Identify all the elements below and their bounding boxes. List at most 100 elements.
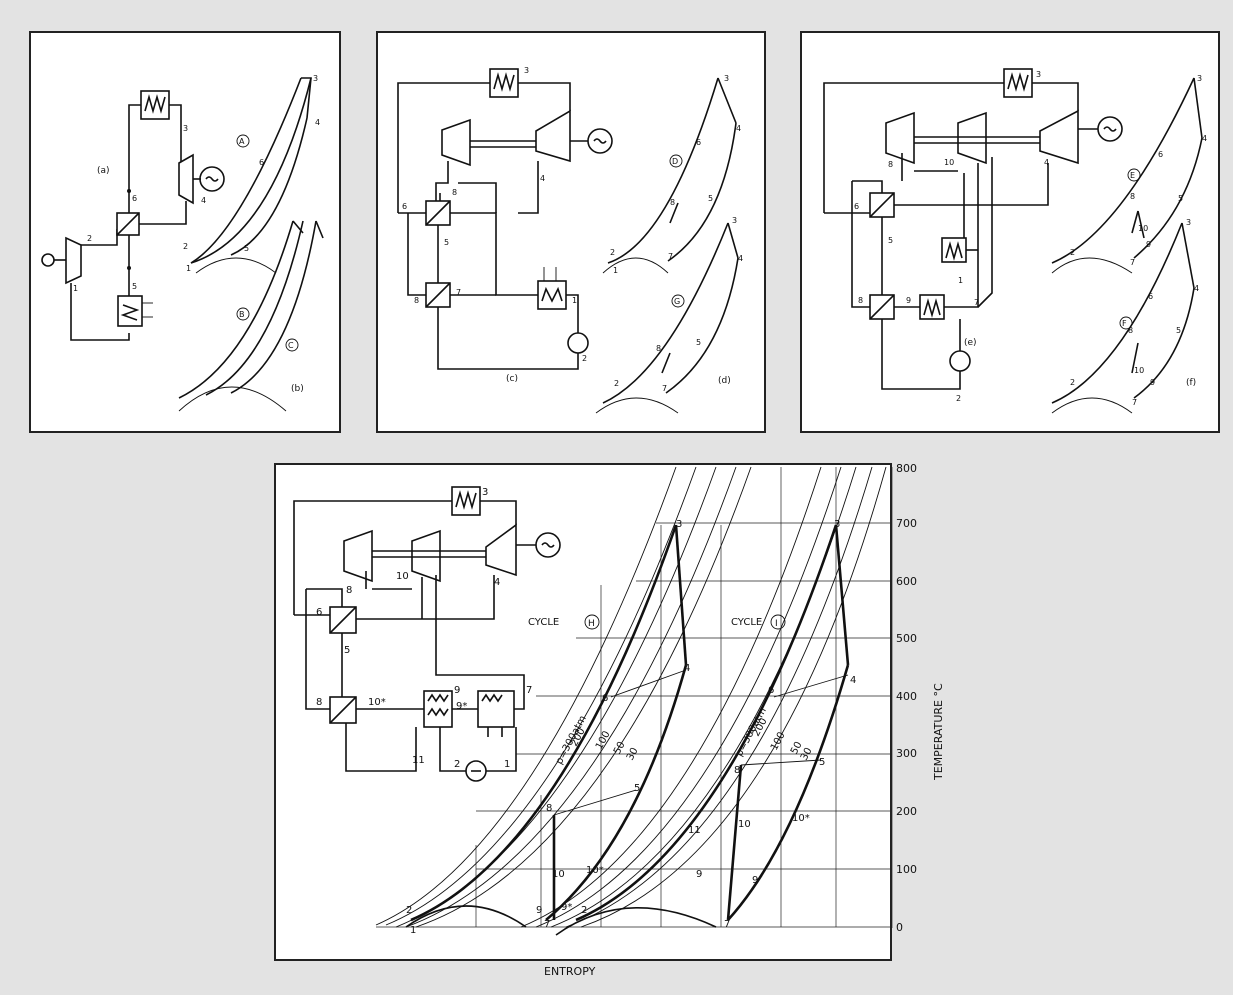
y-tick-0: 0	[896, 921, 903, 934]
svg-text:2: 2	[956, 394, 961, 403]
cycle-h-label: CYCLE H	[528, 615, 599, 629]
svg-text:3: 3	[834, 519, 840, 530]
svg-text:5: 5	[708, 194, 713, 203]
compressor-1-icon	[344, 531, 372, 581]
panel-e-f-drawing: (e) (f) E F 1 2 3 4 5 6 7 8 8 9 10 3 4 5…	[802, 33, 1222, 435]
svg-text:A: A	[239, 137, 245, 146]
pump-icon	[950, 351, 970, 371]
svg-text:I: I	[775, 619, 778, 629]
motor-icon	[42, 254, 54, 266]
svg-text:7: 7	[456, 288, 461, 297]
svg-text:2: 2	[581, 905, 587, 916]
svg-text:8: 8	[414, 296, 419, 305]
svg-text:3: 3	[1186, 218, 1191, 227]
svg-text:2: 2	[582, 354, 587, 363]
svg-text:4: 4	[315, 118, 320, 127]
pressure-labels-h: p=300atm 200 100 50 30	[554, 714, 641, 766]
y-tick-800: 800	[896, 462, 917, 475]
svg-text:10*: 10*	[792, 813, 810, 824]
svg-text:8: 8	[346, 585, 352, 596]
svg-text:3: 3	[732, 216, 737, 225]
schematic-c	[398, 69, 612, 369]
svg-text:2: 2	[614, 379, 619, 388]
svg-text:4: 4	[540, 174, 545, 183]
svg-text:8: 8	[656, 344, 661, 353]
svg-text:6: 6	[259, 158, 264, 167]
svg-text:3: 3	[1197, 74, 1202, 83]
svg-text:7: 7	[544, 919, 550, 930]
svg-text:5: 5	[888, 236, 893, 245]
svg-text:4: 4	[1202, 134, 1207, 143]
svg-text:6: 6	[316, 607, 322, 618]
ts-diagram-e	[1052, 78, 1202, 273]
panel-cycle-a-b: (a) (b) A B C 1 2 3 4 5 6 3 4 6 5 2 1	[29, 31, 341, 433]
y-tick-500: 500	[896, 632, 917, 645]
svg-text:4: 4	[1044, 158, 1049, 167]
svg-text:1: 1	[186, 264, 191, 273]
svg-text:2: 2	[454, 759, 460, 770]
y-tick-400: 400	[896, 690, 917, 703]
svg-text:9*: 9*	[561, 902, 572, 913]
svg-text:CYCLE: CYCLE	[528, 617, 559, 628]
svg-text:3: 3	[676, 519, 682, 530]
svg-text:5: 5	[1176, 326, 1181, 335]
panel-a-b-drawing: (a) (b) A B C 1 2 3 4 5 6 3 4 6 5 2 1	[31, 33, 343, 435]
svg-text:CYCLE: CYCLE	[731, 617, 762, 628]
svg-text:6: 6	[696, 138, 701, 147]
svg-text:6: 6	[402, 202, 407, 211]
svg-text:5: 5	[1178, 194, 1183, 203]
svg-text:4: 4	[494, 577, 500, 588]
ts-diagram-a	[191, 78, 311, 273]
svg-text:7: 7	[668, 252, 673, 261]
svg-text:9: 9	[696, 869, 702, 880]
svg-text:4: 4	[850, 675, 856, 686]
svg-text:6: 6	[132, 194, 137, 203]
svg-text:8: 8	[316, 697, 322, 708]
label-b: (b)	[291, 384, 304, 394]
svg-text:7: 7	[526, 685, 532, 696]
svg-text:10*: 10*	[368, 697, 386, 708]
svg-text:1: 1	[572, 296, 577, 305]
svg-text:8: 8	[1130, 192, 1135, 201]
panel-cycle-c-d: (c) (d) D G 1 2 3 4 5 6 7 8 8 3 4 5 6 8 …	[376, 31, 766, 433]
svg-text:C: C	[288, 341, 294, 350]
schematic-h	[294, 487, 560, 781]
turbine-icon	[179, 155, 193, 203]
y-axis-label: TEMPERATURE °C	[932, 683, 945, 781]
svg-text:3: 3	[482, 487, 488, 498]
y-tick-600: 600	[896, 575, 917, 588]
schematic-a	[42, 91, 224, 340]
svg-text:8: 8	[670, 198, 675, 207]
label-e: (e)	[964, 338, 977, 348]
state-labels-c: 1 2 3 4 5 6 7 8 8 3 4 5 6 8 7 2 1 3 4 5 …	[402, 66, 743, 393]
label-f: (f)	[1186, 378, 1196, 388]
svg-text:11: 11	[412, 755, 425, 766]
label-a: (a)	[97, 166, 110, 176]
svg-text:6: 6	[1148, 292, 1153, 301]
svg-text:9: 9	[906, 296, 911, 305]
svg-text:6: 6	[768, 685, 774, 696]
svg-text:1: 1	[958, 276, 963, 285]
panel-c-d-drawing: (c) (d) D G 1 2 3 4 5 6 7 8 8 3 4 5 6 8 …	[378, 33, 768, 435]
svg-text:3: 3	[524, 66, 529, 75]
svg-text:9: 9	[536, 905, 542, 916]
svg-text:10: 10	[396, 571, 409, 582]
svg-text:8: 8	[546, 803, 552, 814]
svg-text:2: 2	[183, 242, 188, 251]
svg-text:10*: 10*	[586, 865, 604, 876]
svg-text:2: 2	[87, 234, 92, 243]
turbine-icon	[1040, 111, 1078, 163]
compressor-1-icon	[886, 113, 914, 163]
panel-h-i-drawing: 3 4 5 6 8 10 8 10* 9 9* 7 11 2 1 CYCLE H…	[276, 465, 894, 963]
svg-text:7: 7	[1130, 258, 1135, 267]
svg-text:10: 10	[1138, 224, 1148, 233]
svg-text:8: 8	[888, 160, 893, 169]
compressor-2-icon	[412, 531, 440, 581]
svg-text:9: 9	[454, 685, 460, 696]
compressor-icon	[442, 120, 470, 165]
svg-text:5: 5	[132, 282, 137, 291]
svg-text:7: 7	[724, 919, 730, 930]
svg-text:8: 8	[452, 188, 457, 197]
compressor-icon	[66, 238, 81, 283]
svg-text:6: 6	[602, 693, 608, 704]
